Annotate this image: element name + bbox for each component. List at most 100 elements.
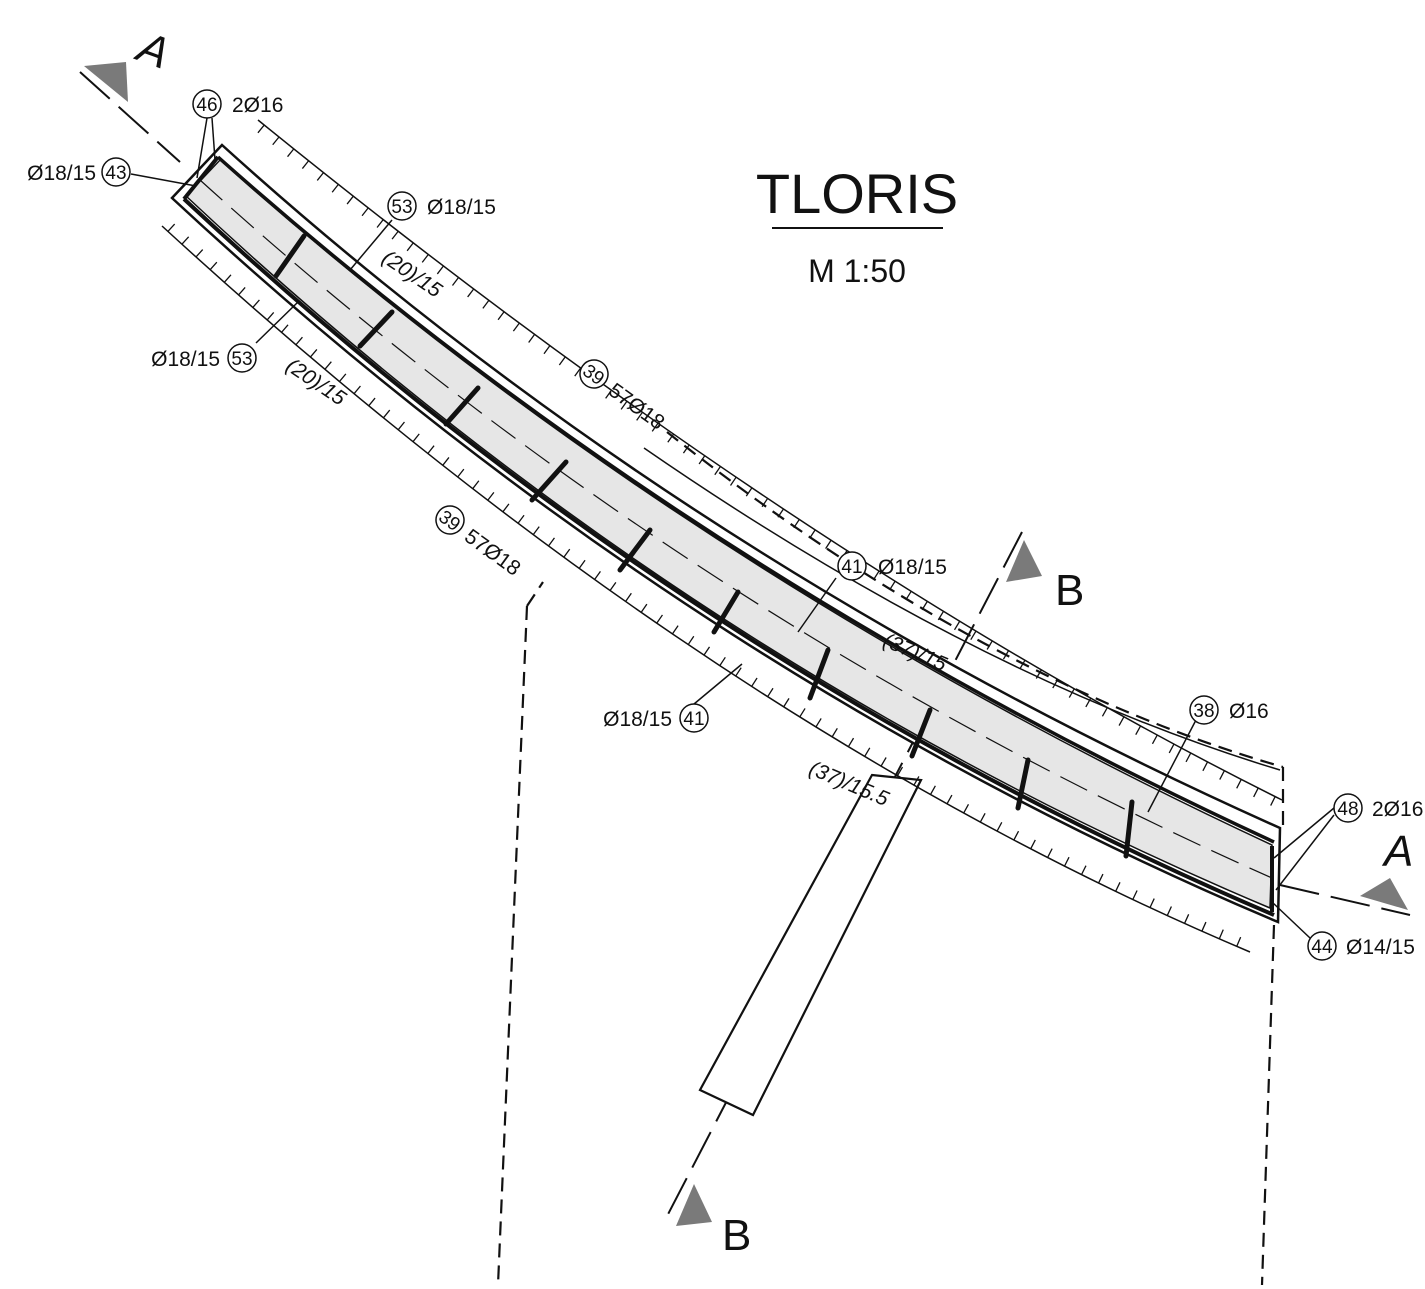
dimension-tick (1202, 761, 1209, 772)
dimension-tick (729, 476, 737, 486)
column-stub (698, 773, 923, 1117)
dimension-tick (1135, 725, 1142, 736)
section-label-b-bottom: B (722, 1211, 751, 1260)
dimension-tick (1236, 936, 1242, 947)
dimension-tick (482, 299, 490, 309)
dimension-tick (1002, 650, 1010, 660)
dimension-tick (512, 322, 520, 332)
dimension-tick (825, 539, 832, 550)
callout-41-bottom: 41 Ø18/15 (603, 703, 709, 733)
dimension-tick (574, 367, 582, 377)
dimension-tick (671, 625, 679, 635)
dimension-tick (986, 640, 993, 650)
dimension-tick (578, 559, 586, 569)
svg-text:43: 43 (105, 163, 126, 184)
dimension-tick (970, 630, 977, 641)
dimension-tick (547, 537, 555, 547)
dimension-tick (1185, 752, 1192, 763)
dimension-tick (1047, 848, 1053, 858)
callout-43: 43 Ø18/15 (27, 157, 131, 187)
dimension-tick (382, 409, 391, 419)
dimension-tick (287, 148, 295, 158)
dimension-tick (1085, 697, 1092, 708)
section-arrow-b-top (1006, 540, 1042, 582)
dimension-tick (864, 747, 871, 757)
svg-text:2Ø16: 2Ø16 (232, 94, 283, 117)
dimension-tick (181, 236, 190, 245)
dimension-tick (777, 508, 784, 518)
dimension-tick (896, 766, 904, 777)
dimension-tick (809, 529, 816, 539)
section-label-a-top: A (129, 21, 176, 78)
svg-text:53: 53 (231, 349, 252, 370)
dimension-tick (1183, 914, 1190, 924)
dimension-tick (1063, 856, 1070, 867)
dimension-tick (472, 480, 480, 490)
svg-text:44: 44 (1311, 937, 1333, 958)
svg-text:Ø18/15: Ø18/15 (603, 708, 672, 731)
callout-39-top: 39 57Ø18 (578, 359, 669, 435)
dimension-tick (1253, 787, 1259, 798)
dimension-tick (979, 813, 986, 823)
dimension-tick (324, 361, 332, 370)
dimension-tick (457, 468, 465, 478)
dimension-tick (528, 334, 536, 343)
dimension-tick (714, 466, 721, 476)
dimension-tick (1218, 929, 1224, 940)
dimension-tick (421, 254, 429, 263)
leader-lines (130, 117, 1335, 939)
dimension-tick (442, 457, 450, 466)
dimension-tick (316, 172, 324, 181)
callout-41-top: 41 Ø18/15 (837, 551, 947, 581)
dimension-tick (751, 677, 758, 687)
dimension-tick (517, 514, 525, 524)
dimension-tick (295, 336, 303, 346)
stirrups (273, 233, 1135, 859)
dimension-tick (1097, 873, 1104, 884)
dimension-tick (735, 667, 742, 677)
dimension-tick (625, 592, 632, 602)
dimension-tick (594, 570, 601, 580)
section-label-b-top: B (1055, 566, 1084, 615)
callout-38: 38 Ø16 (1189, 695, 1269, 725)
dimension-tick (451, 277, 460, 286)
dimension-tick (209, 261, 218, 271)
section-arrow-b-bottom (676, 1184, 712, 1226)
dimension-tick (338, 373, 347, 382)
section-line-a (79, 71, 1411, 916)
dimension-tick (1168, 743, 1175, 754)
dimension-tick (996, 821, 1003, 832)
dimension-tick (953, 620, 961, 631)
dimension-tick (682, 444, 690, 454)
svg-text:48: 48 (1337, 799, 1358, 820)
svg-text:Ø18/15: Ø18/15 (151, 348, 220, 371)
dimension-tick (272, 136, 280, 146)
dimension-tick (436, 265, 444, 275)
dimension-tick (281, 324, 289, 333)
dimension-tick (636, 411, 643, 421)
svg-text:Ø18/15: Ø18/15 (427, 196, 496, 219)
dimension-tick (609, 581, 617, 591)
dimension-tick (406, 242, 414, 252)
dimension-tick (761, 498, 769, 508)
dimension-tick (195, 249, 204, 258)
callout-44: 44 Ø14/15 (1307, 931, 1415, 961)
dimension-tick (847, 737, 855, 748)
dimension-tick (301, 160, 310, 169)
svg-text:53: 53 (391, 197, 412, 218)
dashed-outline (496, 431, 1285, 1286)
dimension-tick (929, 785, 936, 795)
dimension-tick (905, 590, 912, 601)
dimension-tick (1035, 669, 1042, 679)
dimension-tick (921, 601, 928, 611)
dimension-tick (1068, 688, 1075, 698)
dimension-tick (397, 421, 405, 431)
dimension-tick (376, 219, 384, 228)
svg-text:38: 38 (1193, 701, 1214, 722)
dimension-tick (640, 603, 648, 613)
dimension-tick (719, 656, 726, 667)
dimension-tick (1270, 796, 1276, 806)
dimension-tick (687, 635, 695, 645)
dimension-tick (361, 207, 369, 217)
